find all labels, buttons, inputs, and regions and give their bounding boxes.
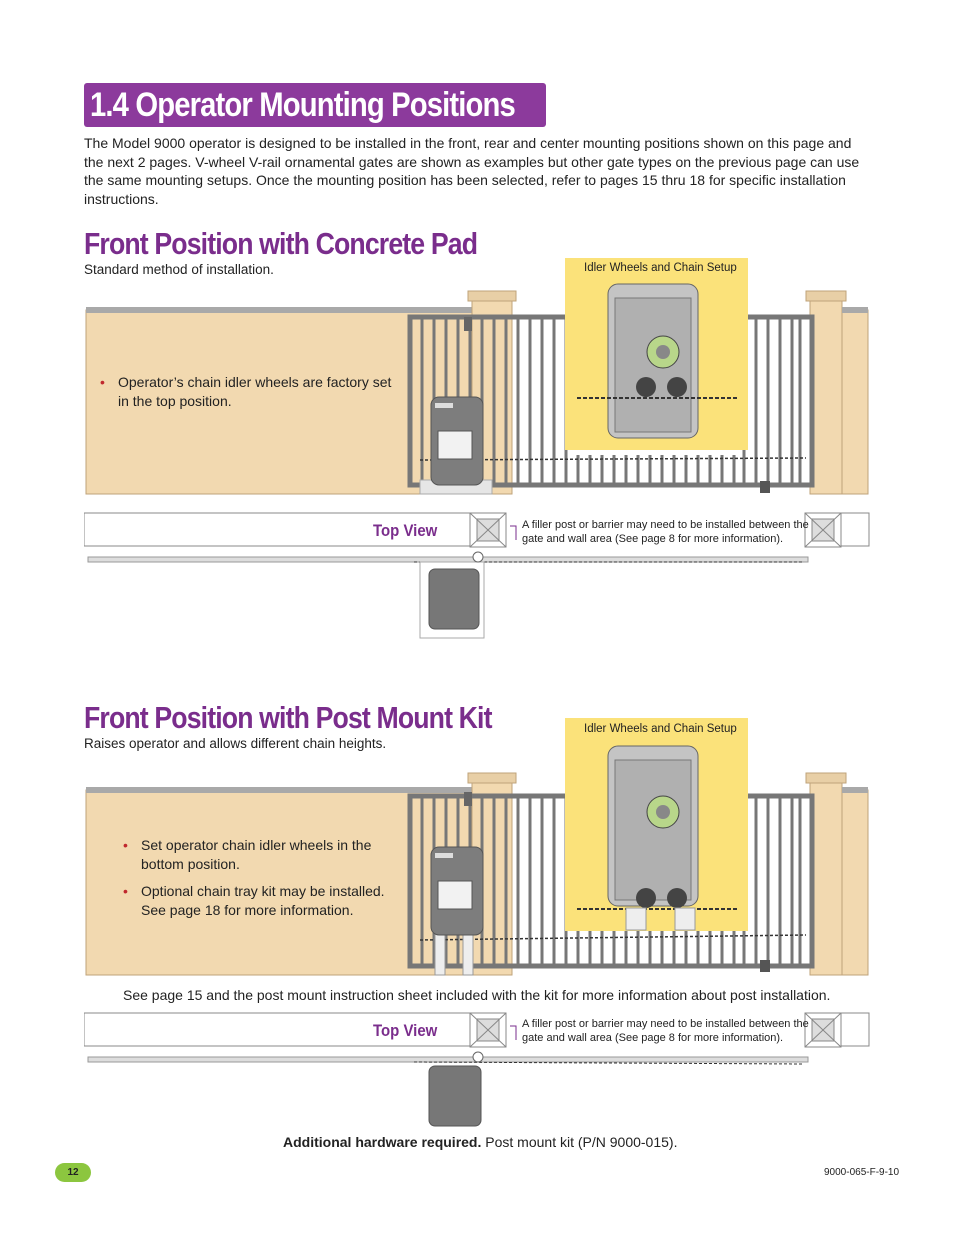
- document-code: 9000-065-F-9-10: [824, 1167, 900, 1178]
- bullet-item: Operator’s chain idler wheels are factor…: [100, 373, 400, 410]
- additional-hardware-note: Additional hardware required. Post mount…: [283, 1134, 677, 1150]
- top-view-illustration-concrete: [84, 512, 870, 639]
- top-view-label-post: Top View: [373, 1021, 438, 1040]
- bullet-item: Set operator chain idler wheels in the b…: [123, 836, 393, 873]
- bullet-item: Optional chain tray kit may be installed…: [123, 882, 393, 919]
- idler-label-bottom: Idler Wheels and Chain Setup: [584, 723, 737, 735]
- front-concrete-bullets: Operator’s chain idler wheels are factor…: [100, 373, 400, 419]
- front-post-subtitle: Raises operator and allows different cha…: [84, 736, 387, 751]
- section-title: 1.4 Operator Mounting Positions: [90, 86, 516, 124]
- front-concrete-subtitle: Standard method of installation.: [84, 262, 274, 277]
- top-view-illustration-post: [84, 1012, 870, 1127]
- front-post-bullets: Set operator chain idler wheels in the b…: [123, 836, 393, 928]
- front-post-heading: Front Position with Post Mount Kit: [84, 700, 492, 735]
- top-view-label-concrete: Top View: [373, 521, 438, 540]
- filler-note-post: A filler post or barrier may need to be …: [522, 1018, 809, 1044]
- idler-wheels-illustration-top: [565, 258, 748, 450]
- filler-note-concrete: A filler post or barrier may need to be …: [522, 519, 809, 545]
- section-banner: [84, 83, 546, 127]
- front-concrete-heading: Front Position with Concrete Pad: [84, 226, 478, 261]
- additional-hardware-bold: Additional hardware required.: [283, 1134, 482, 1150]
- intro-paragraph: The Model 9000 operator is designed to b…: [84, 135, 860, 207]
- page-number-badge: 12: [55, 1163, 91, 1182]
- additional-hardware-text: Post mount kit (P/N 9000-015).: [481, 1134, 678, 1150]
- idler-wheels-illustration-bottom: [565, 718, 748, 931]
- idler-label-top: Idler Wheels and Chain Setup: [584, 262, 737, 274]
- front-concrete-elevation-illustration: [85, 290, 869, 495]
- post-installation-note: See page 15 and the post mount instructi…: [123, 987, 831, 1003]
